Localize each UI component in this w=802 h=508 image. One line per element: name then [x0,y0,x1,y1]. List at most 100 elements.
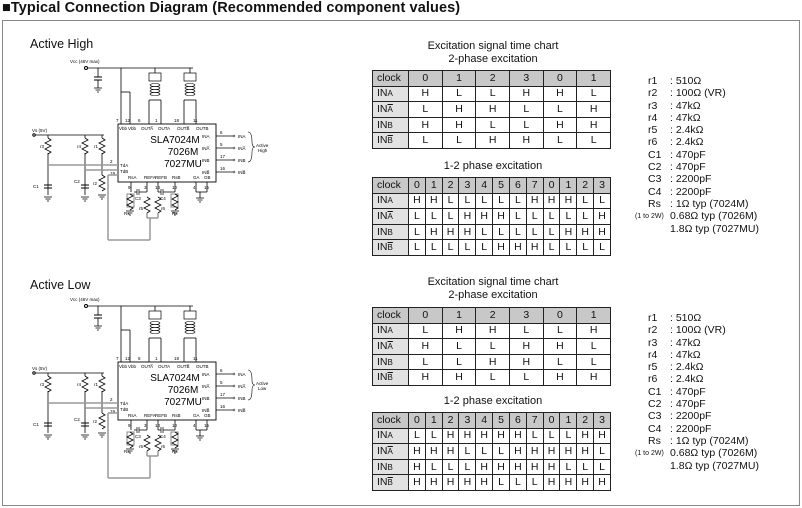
component-spec: : 470pF [670,148,706,161]
pin-number: 6 [138,356,141,361]
signal-label: INB [372,458,409,476]
signal-level: H [542,458,561,476]
signal-level: H [508,85,544,103]
pin-label: TdB [120,169,128,174]
motor-coil-icon [184,327,196,331]
input-subscript: B [387,462,393,472]
signal-level: L [508,192,527,210]
signal-level: H [508,443,527,460]
component-value: r1: 510Ω [648,75,759,87]
ic-chip [117,361,217,421]
component-name: C3 [648,410,662,423]
resistor-symbol [44,375,52,393]
component-value: Rs: 1Ω typ (7024M) [648,198,759,210]
signal-level: L [441,458,460,476]
active-label: Low [258,386,267,391]
component-name [648,223,670,235]
component-spec: : 1Ω typ (7024M) [670,434,749,447]
vs-terminal [32,371,36,375]
component-spec: : 100Ω (VR) [670,87,726,100]
signal-level: L [424,427,443,445]
signal-level: L [408,353,443,371]
component-name: r2 [648,324,658,337]
resistor-symbol [154,196,162,214]
pin-number: 3 [144,185,147,190]
capacitor-symbol [134,427,175,433]
component-value: r6: 2.4kΩ [648,373,759,385]
motor-winding [148,310,162,320]
pin-label: Vbb [119,126,128,131]
pin-label: INB̅ [202,169,210,175]
signal-level: L [525,223,544,241]
signal-level: H [542,192,561,210]
motor-coil-icon [149,83,161,87]
component-spec: : 470pF [670,398,706,411]
active-label: Active [256,143,269,148]
ground-symbol [171,210,179,216]
input-subscript: A [387,326,393,336]
motor-winding [183,72,197,82]
component-name: r2 [648,87,658,100]
signal-level: H [441,427,460,445]
part-label: Rs [172,211,178,216]
component-value: r4: 47kΩ [648,349,759,361]
input-subscript: A [387,196,393,206]
component-spec: : 2.4kΩ [670,373,704,386]
pin-label: GB [204,175,211,180]
component-value: r6: 2.4kΩ [648,136,759,148]
signal-label: INA [372,338,409,355]
component-name: r5 [648,124,658,137]
signal-level: H [475,427,494,445]
signal-level: L [508,322,544,340]
signal-level: H [525,239,544,256]
signal-level: L [475,239,494,256]
signal-level: L [441,353,477,371]
pin-number: 16 [220,404,226,409]
signal-level: L [424,239,443,256]
motor-coil-icon [149,330,161,334]
pin-label: OUTB [196,364,209,369]
signal-level: H [508,353,544,371]
signal-level: H [408,192,426,210]
clock-step: 1 [576,307,611,324]
pin-label: OUTB̅ [177,125,190,131]
component-spec: : 2200pF [670,410,712,423]
pin-label: INA̅ [202,145,210,151]
ground-symbol [94,87,102,93]
signal-level: H [475,458,494,476]
signal-level: L [576,85,611,103]
input-terminal [232,134,236,138]
signal-level: H [492,427,510,445]
pin-label: Vbb [128,126,137,131]
section-label-active-high: Active High [30,37,94,51]
signal-level: H [508,427,527,445]
component-name: r5 [648,361,658,374]
ground-symbol [81,196,89,202]
resistor-symbol [98,137,106,155]
pin-label: REFB [155,413,167,418]
input-subscript: B [387,136,393,146]
signal-level: L [525,427,544,445]
signal-level: H [441,474,460,491]
signal-level: L [508,208,527,225]
signal-level: H [475,208,494,225]
clock-step: 0 [542,177,561,194]
signal-label: INB [372,474,409,491]
motor-coil-icon [149,86,161,90]
component-spec: : 2200pF [670,422,712,435]
signal-level: H [542,443,561,460]
pin-label: REFA [144,175,156,180]
component-spec: : 47kΩ [670,99,701,112]
part-label: r2 [93,181,97,186]
pin-number: 7 [116,356,119,361]
signal-level: L [542,322,578,340]
resistor-symbol [126,431,134,449]
pin-label: OUTA [158,364,170,369]
component-spec: : 510Ω [670,312,702,324]
component-spec: : 100Ω (VR) [670,324,726,337]
clock-step: 0 [408,70,443,87]
